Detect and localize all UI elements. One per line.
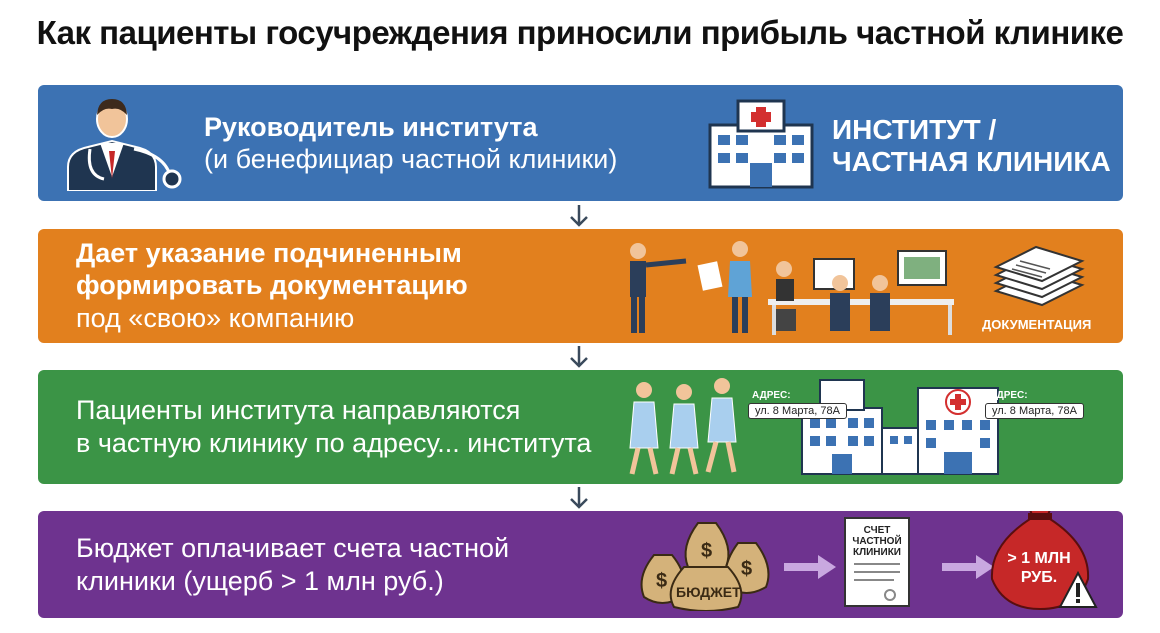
step-2-line-3: под «свою» компанию [76, 303, 355, 333]
invoice-line-2: ЧАСТНОЙ [852, 536, 902, 547]
invoice-line-3: КЛИНИКИ [852, 547, 901, 558]
money-bags-icon: $ $ $ [640, 522, 770, 611]
address-label-left: АДРЕС: [752, 390, 791, 401]
invoice-icon: СЧЕТ ЧАСТНОЙ КЛИНИКИ [844, 517, 910, 607]
arrow-right-icon [942, 555, 994, 579]
invoice-line-1: СЧЕТ [863, 525, 891, 536]
office-workers-icon [630, 241, 954, 335]
step-3-line-1: Пациенты института направляются [76, 395, 521, 425]
arrow-down-icon [570, 205, 588, 227]
address-label-right: АДРЕС: [989, 390, 1028, 401]
step-4-line-2: клиники (ущерб > 1 млн руб.) [76, 566, 444, 596]
step-2-band: Дает указание подчиненным формировать до… [38, 229, 1123, 343]
step-3-line-2: в частную клинику по адресу... института [76, 428, 592, 458]
svg-text:$: $ [741, 558, 752, 580]
step-2-line-2: формировать документацию [76, 270, 468, 300]
doc-label: ДОКУМЕНТАЦИЯ [982, 317, 1092, 332]
step-4-line-1: Бюджет оплачивает счета частной [76, 533, 510, 563]
step-1-line-2: (и бенефициар частной клиники) [204, 144, 618, 174]
red-money-bag-warning-icon [990, 511, 1098, 611]
doctor-icon [67, 99, 182, 191]
step-2-line-1: Дает указание подчиненным [76, 238, 462, 268]
step-1-line-1: Руководитель института [204, 112, 538, 142]
arrow-down-icon [570, 346, 588, 368]
arrow-down-icon [570, 487, 588, 509]
page-title: Как пациенты госучреждения приносили при… [36, 14, 1124, 51]
loss-line-2: РУБ. [1020, 569, 1058, 586]
address-box-right: ул. 8 Марта, 78А [985, 403, 1084, 419]
step-3-band: Пациенты института направляются в частну… [38, 370, 1123, 484]
patients-walking-icon [629, 378, 737, 475]
step-1-right-line-2: ЧАСТНАЯ КЛИНИКА [832, 146, 1111, 177]
budget-label: БЮДЖЕТ [676, 584, 741, 600]
arrow-right-icon [784, 555, 836, 579]
address-box-left: ул. 8 Марта, 78А [748, 403, 847, 419]
step-1-right-line-1: ИНСТИТУТ / [832, 114, 997, 145]
hospital-complex-icon [801, 379, 999, 475]
svg-text:$: $ [701, 540, 712, 562]
loss-line-1: > 1 МЛН [1007, 550, 1071, 567]
document-stack-icon [993, 245, 1085, 307]
svg-text:$: $ [656, 570, 667, 592]
step-4-band: Бюджет оплачивает счета частной клиники … [38, 511, 1123, 618]
step-1-band: Руководитель института (и бенефициар час… [38, 85, 1123, 201]
hospital-building-icon [708, 99, 814, 189]
